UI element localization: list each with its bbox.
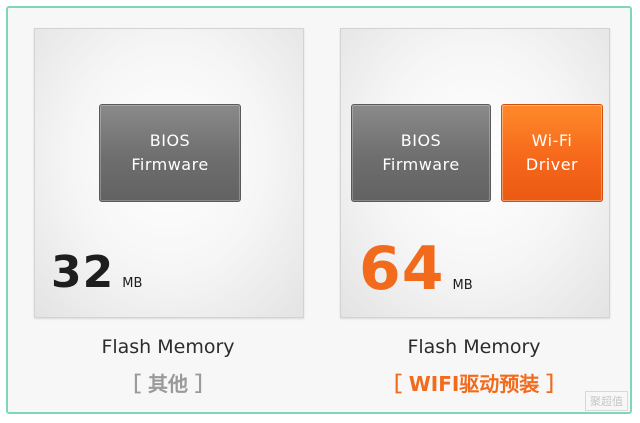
- chip-label-line1: Wi-Fi: [531, 131, 573, 150]
- memory-size: 32 MB: [51, 251, 142, 295]
- chip-label-line2: Driver: [525, 155, 579, 174]
- watermark: 聚超值: [585, 391, 628, 411]
- memory-size-unit: MB: [452, 278, 473, 293]
- bios-firmware-chip: BIOS Firmware: [351, 104, 491, 202]
- chip-label-line2: Firmware: [131, 155, 209, 174]
- panel-note-wifi-preinstalled: ［ WIFI驱动预装 ］: [381, 372, 567, 396]
- bios-firmware-chip: BIOS Firmware: [99, 104, 241, 202]
- flash-panel-32mb: BIOS Firmware 32 MB: [34, 28, 304, 318]
- memory-size: 64 MB: [359, 239, 473, 299]
- flash-memory-caption: Flash Memory: [407, 336, 541, 358]
- flash-memory-caption: Flash Memory: [101, 336, 235, 358]
- wifi-driver-chip: Wi-Fi Driver: [501, 104, 603, 202]
- memory-size-unit: MB: [122, 276, 143, 291]
- chip-label-line2: Firmware: [382, 155, 460, 174]
- chip-label-line1: BIOS: [149, 131, 191, 150]
- memory-size-value: 64: [359, 234, 445, 304]
- chip-label-line1: BIOS: [400, 131, 442, 150]
- memory-size-value: 32: [51, 247, 115, 298]
- flash-panel-64mb: BIOS Firmware Wi-Fi Driver 64 MB: [340, 28, 610, 318]
- panel-note-other: ［ 其他 ］: [121, 372, 215, 396]
